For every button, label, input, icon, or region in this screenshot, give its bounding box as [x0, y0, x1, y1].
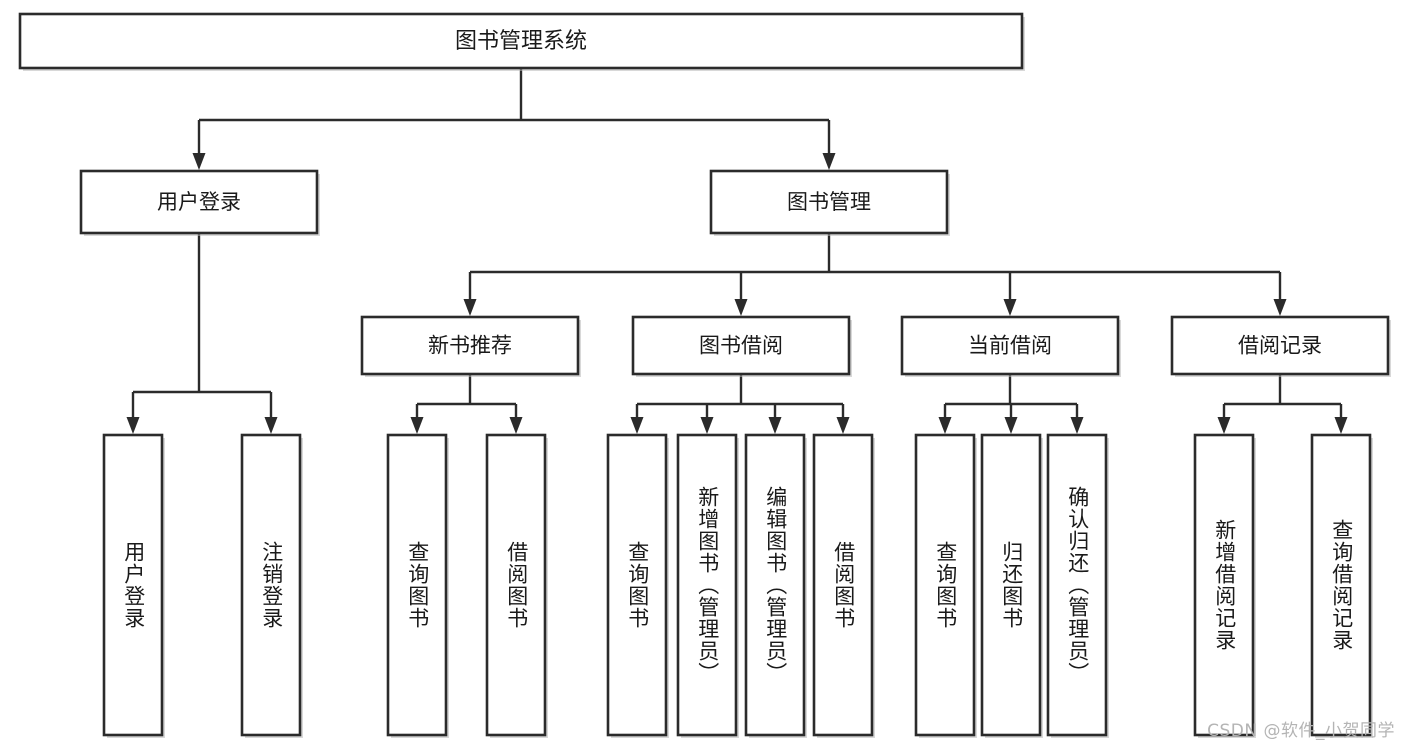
node-box-leaf-confirm-return[interactable]	[1046, 433, 1108, 737]
csdn-watermark: CSDN @软件_小贺同学	[1207, 721, 1395, 741]
node-box-leaf-borrow-book-rec[interactable]	[485, 433, 547, 737]
node-box-leaf-query-book-borrow[interactable]	[606, 433, 668, 737]
node-box-leaf-user-login[interactable]	[102, 433, 164, 737]
connector-c-ul-leaves	[126, 233, 278, 434]
node-box-new-book-rec[interactable]	[360, 315, 580, 376]
node-label-current-borrow: 当前借阅	[968, 334, 1052, 358]
node-box-user-login[interactable]	[79, 169, 319, 235]
node-box-leaf-add-book[interactable]	[676, 433, 738, 737]
node-label-user-login: 用户登录	[157, 190, 241, 214]
node-box-book-manage[interactable]	[709, 169, 949, 235]
node-label-book-borrow: 图书借阅	[699, 334, 783, 358]
node-label-borrow-record: 借阅记录	[1238, 334, 1322, 358]
node-label-new-book-rec: 新书推荐	[428, 334, 512, 358]
node-box-leaf-logout[interactable]	[240, 433, 302, 737]
node-box-book-borrow[interactable]	[631, 315, 851, 376]
connector-c-bb-leaves	[630, 374, 850, 434]
node-box-leaf-query-book-current[interactable]	[914, 433, 976, 737]
connector-c-br-leaves	[1217, 374, 1348, 434]
node-box-borrow-record[interactable]	[1170, 315, 1390, 376]
node-box-leaf-return-book[interactable]	[980, 433, 1042, 737]
node-box-leaf-query-book-rec[interactable]	[386, 433, 448, 737]
node-label-root: 图书管理系统	[455, 29, 587, 54]
node-box-leaf-borrow-book[interactable]	[812, 433, 874, 737]
node-box-leaf-query-record[interactable]	[1310, 433, 1372, 737]
node-box-root[interactable]	[18, 12, 1024, 70]
node-box-current-borrow[interactable]	[900, 315, 1120, 376]
connector-c-cb-leaves	[938, 374, 1084, 434]
connector-c-nbr-leaves	[410, 374, 523, 434]
node-boxes-layer	[18, 12, 1391, 738]
connector-c-root-children	[192, 68, 836, 170]
node-box-leaf-add-record[interactable]	[1193, 433, 1255, 737]
connector-edges-layer	[126, 68, 1348, 434]
node-box-leaf-edit-book[interactable]	[744, 433, 806, 737]
node-label-book-manage: 图书管理	[787, 190, 871, 214]
connector-c-bm-children	[463, 233, 1287, 316]
